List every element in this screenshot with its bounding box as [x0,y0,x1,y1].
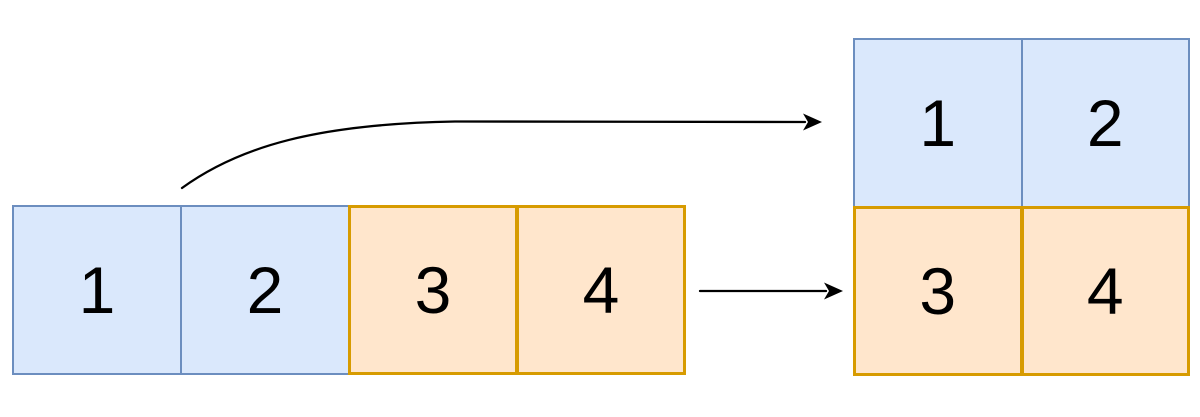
source-array-row: 1 2 3 4 [12,205,686,375]
cell-value: 4 [582,253,620,327]
straight-right-arrow-icon [698,282,843,300]
cell-value: 1 [919,86,957,160]
target-cell-3: 3 [853,206,1023,376]
cell-value: 2 [1086,86,1124,160]
curved-right-arrow-icon [180,113,822,190]
source-cell-4: 4 [516,205,686,375]
cell-value: 3 [919,254,957,328]
target-matrix-grid: 1 2 3 4 [853,38,1190,376]
cell-value: 2 [246,253,284,327]
source-cell-2: 2 [180,205,350,375]
straight-arrow-head [824,282,843,300]
target-cell-2: 2 [1020,38,1190,208]
target-cell-1: 1 [853,38,1023,208]
target-row-2: 3 4 [853,206,1190,376]
target-cell-4: 4 [1020,206,1190,376]
target-row-1: 1 2 [853,38,1190,208]
cell-value: 4 [1086,254,1124,328]
cell-value: 3 [414,253,452,327]
curved-arrow-head [803,113,822,131]
source-cell-3: 3 [348,205,518,375]
source-cell-1: 1 [12,205,182,375]
cell-value: 1 [78,253,116,327]
curved-arrow-line [180,120,807,190]
